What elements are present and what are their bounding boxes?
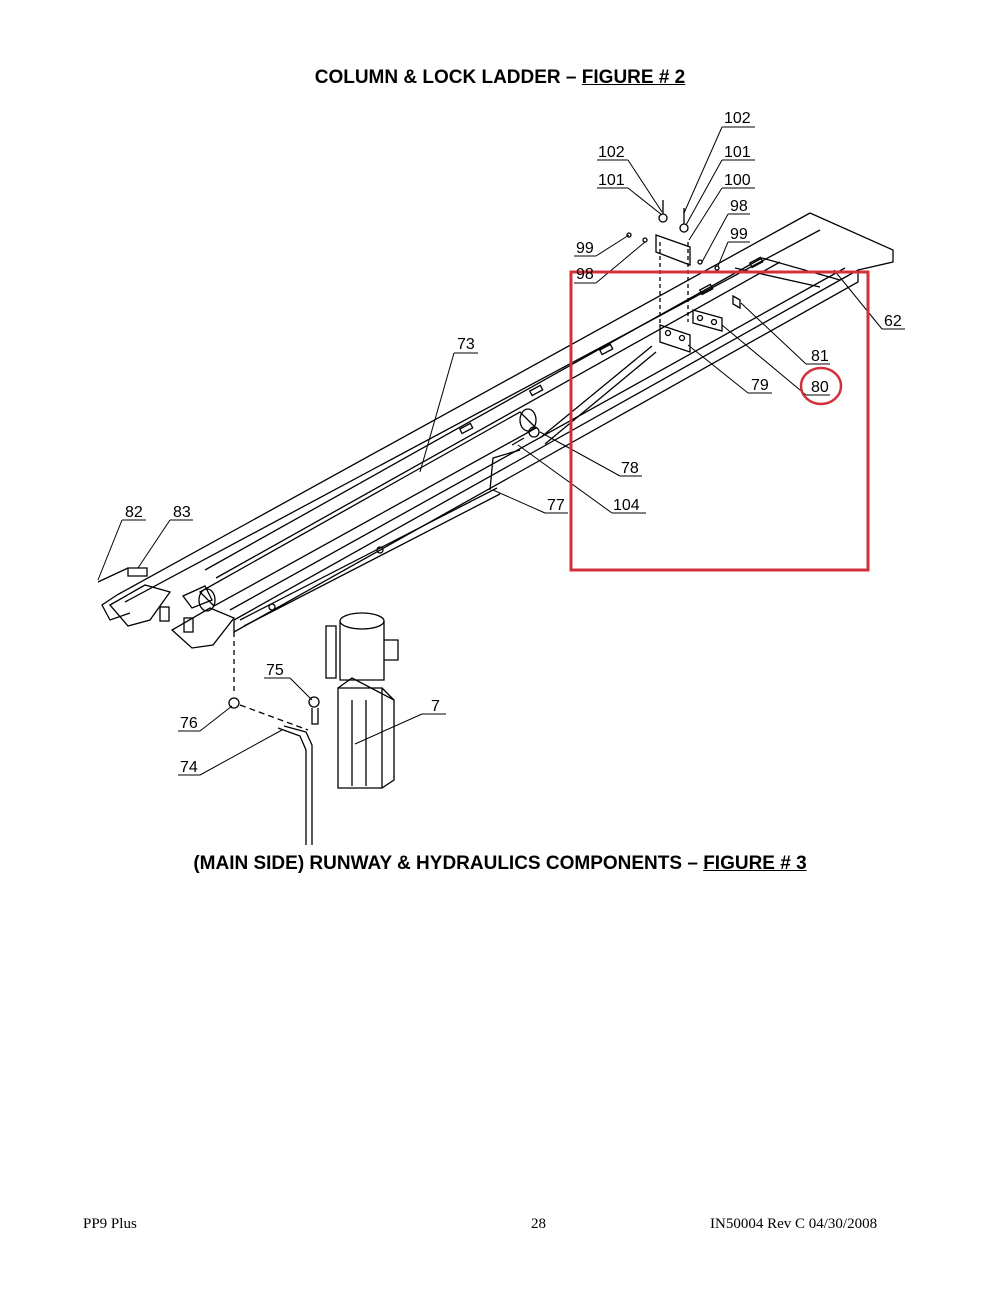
label-101-right: 101 bbox=[724, 144, 751, 161]
figure-2-caption-link: FIGURE # 2 bbox=[581, 67, 686, 88]
label-74: 74 bbox=[180, 759, 198, 776]
label-98-left: 98 bbox=[576, 266, 594, 283]
leader-lines bbox=[97, 126, 905, 776]
label-98-right: 98 bbox=[730, 198, 748, 215]
label-77: 77 bbox=[547, 497, 565, 514]
figure-3-caption: (MAIN SIDE) RUNWAY & HYDRAULICS COMPONEN… bbox=[0, 853, 1000, 875]
footer-right: IN50004 Rev C 04/30/2008 bbox=[710, 1216, 878, 1232]
label-7: 7 bbox=[431, 698, 440, 715]
label-100: 100 bbox=[724, 172, 751, 189]
label-78: 78 bbox=[621, 460, 639, 477]
runway-drawing bbox=[97, 200, 894, 845]
label-80: 80 bbox=[811, 379, 829, 396]
page-number: 28 bbox=[531, 1216, 546, 1232]
figure-3-caption-text: (MAIN SIDE) RUNWAY & HYDRAULICS COMPONEN… bbox=[193, 853, 704, 874]
label-81: 81 bbox=[811, 348, 829, 365]
figure-2-caption-text: COLUMN & LOCK LADDER – bbox=[314, 67, 582, 88]
label-101-left: 101 bbox=[598, 172, 625, 189]
label-99-right: 99 bbox=[730, 226, 748, 243]
label-102-right: 102 bbox=[724, 110, 751, 127]
highlight-box bbox=[569, 270, 870, 572]
label-99-left: 99 bbox=[576, 240, 594, 257]
label-62: 62 bbox=[884, 313, 902, 330]
label-76: 76 bbox=[180, 715, 198, 732]
figure-3-caption-link: FIGURE # 3 bbox=[703, 853, 807, 874]
label-102-left: 102 bbox=[598, 144, 625, 161]
label-82: 82 bbox=[125, 504, 143, 521]
figure-2-caption: COLUMN & LOCK LADDER – FIGURE # 2 bbox=[0, 67, 1000, 89]
label-83: 83 bbox=[173, 504, 191, 521]
highlight-circle bbox=[799, 366, 843, 406]
label-104: 104 bbox=[613, 497, 640, 514]
label-79: 79 bbox=[751, 377, 769, 394]
label-73: 73 bbox=[457, 336, 475, 353]
label-75: 75 bbox=[266, 662, 284, 679]
footer-left: PP9 Plus bbox=[83, 1216, 137, 1232]
part-labels: 102 102 101 101 100 98 98 99 99 62 81 80… bbox=[125, 110, 902, 776]
